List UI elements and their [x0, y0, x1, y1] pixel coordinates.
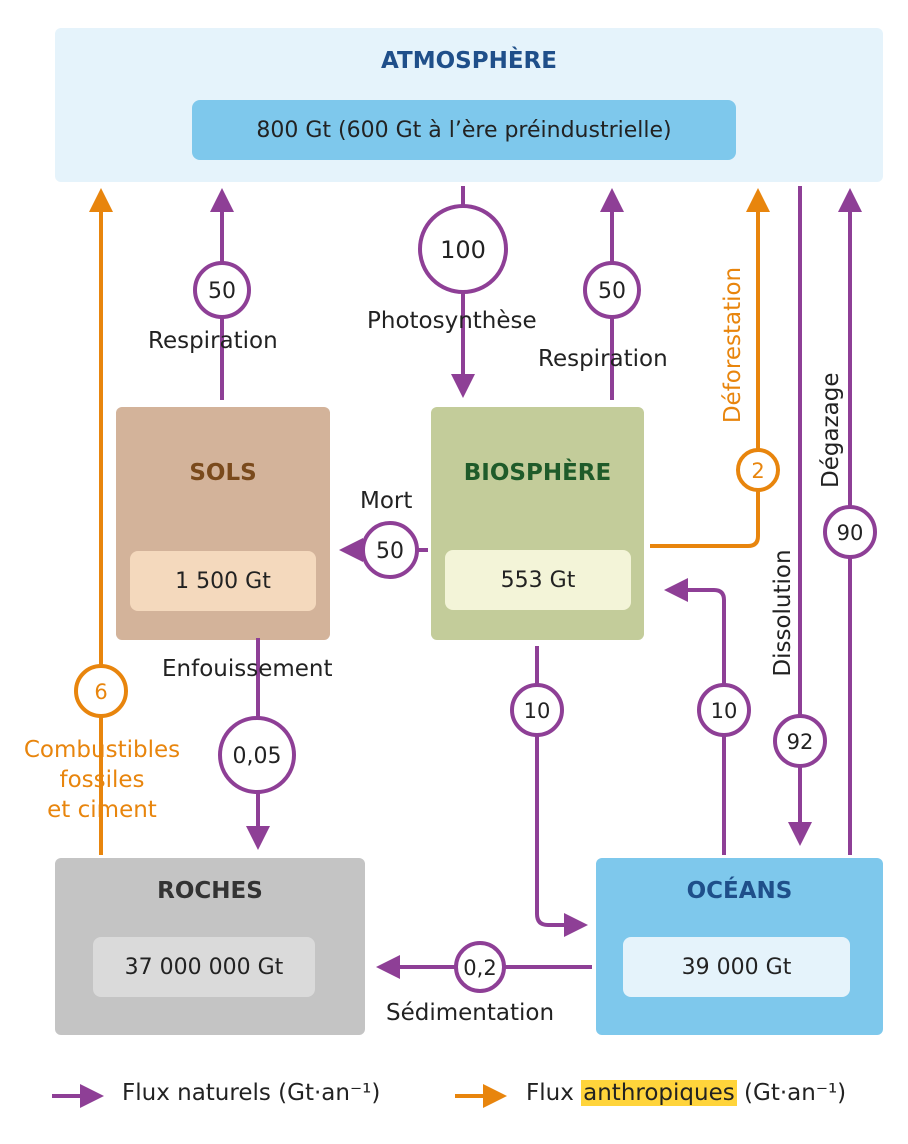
ocean-to-bio-flux: 10 — [697, 683, 751, 737]
biosphere-stock: 553 Gt — [445, 550, 631, 610]
sedimentation-flux: 0,2 — [454, 941, 506, 993]
roches-title: ROCHES — [157, 878, 263, 904]
roches-reservoir: ROCHES 37 000 000 Gt — [55, 858, 365, 1035]
biosphere-title: BIOSPHÈRE — [463, 460, 612, 486]
enfouissement-flux: 0,05 — [218, 716, 296, 794]
mort-label: Mort — [360, 488, 413, 514]
deforestation-value: 2 — [751, 459, 764, 483]
sols-title: SOLS — [189, 460, 257, 486]
sedimentation-value: 0,2 — [463, 956, 496, 980]
legend-anthropic-highlight: anthropiques — [581, 1080, 737, 1106]
legend-anthropic-prefix: Flux — [526, 1080, 582, 1106]
oceans-title: OCÉANS — [686, 878, 793, 904]
degazage-label: Dégazage — [818, 372, 844, 488]
combustibles-value: 6 — [94, 680, 107, 704]
atmosphere-reservoir: ATMOSPHÈRE 800 Gt (600 Gt à l’ère préind… — [55, 28, 883, 182]
oceans-stock: 39 000 Gt — [623, 937, 850, 997]
legend-natural-text: Flux naturels (Gt·an⁻¹) — [122, 1080, 381, 1106]
enfouissement-label: Enfouissement — [162, 656, 333, 682]
dissolution-value: 92 — [787, 730, 814, 754]
roches-stock: 37 000 000 Gt — [93, 937, 315, 997]
deforestation-label: Déforestation — [720, 266, 746, 424]
deforestation-flux: 2 — [736, 448, 780, 492]
bio-to-ocean-arrow — [535, 646, 588, 937]
combustibles-flux: 6 — [74, 664, 128, 718]
photosynthese-flux: 100 — [418, 204, 508, 294]
combustibles-label-line3: et ciment — [47, 797, 157, 823]
biosphere-reservoir: BIOSPHÈRE 553 Gt — [431, 407, 644, 640]
combustibles-label-line1: Combustibles — [23, 737, 181, 763]
sols-respiration-label: Respiration — [148, 328, 278, 354]
sols-respiration-value: 50 — [208, 279, 236, 304]
dissolution-label: Dissolution — [770, 549, 796, 677]
bio-respiration-label: Respiration — [538, 346, 668, 372]
atmosphere-title: ATMOSPHÈRE — [381, 48, 557, 74]
mort-value: 50 — [376, 539, 404, 564]
bio-respiration-flux: 50 — [583, 261, 641, 319]
bio-to-ocean-flux: 10 — [510, 683, 564, 737]
mort-flux: 50 — [361, 521, 419, 579]
legend-anthropic-text: Flux anthropiques (Gt·an⁻¹) — [526, 1080, 846, 1106]
deforestation-arrow — [650, 188, 770, 548]
bio-respiration-value: 50 — [598, 279, 626, 304]
sols-stock: 1 500 Gt — [130, 551, 316, 611]
atmosphere-stock: 800 Gt (600 Gt à l’ère préindustrielle) — [192, 100, 736, 160]
sols-respiration-flux: 50 — [193, 261, 251, 319]
oceans-reservoir: OCÉANS 39 000 Gt — [596, 858, 883, 1035]
enfouissement-value: 0,05 — [233, 744, 282, 769]
degazage-flux: 90 — [823, 505, 877, 559]
combustibles-label-line2: fossiles — [59, 767, 145, 793]
combustibles-label: Combustibles fossiles et ciment — [0, 735, 204, 825]
photosynthese-value: 100 — [440, 236, 486, 264]
ocean-to-bio-arrow — [664, 578, 726, 855]
photosynthese-label: Photosynthèse — [367, 308, 537, 334]
ocean-to-bio-value: 10 — [711, 699, 738, 723]
legend-anthropic-suffix: (Gt·an⁻¹) — [736, 1080, 847, 1106]
sedimentation-label: Sédimentation — [386, 1000, 555, 1026]
degazage-value: 90 — [837, 521, 864, 545]
bio-to-ocean-value: 10 — [524, 699, 551, 723]
sols-reservoir: SOLS 1 500 Gt — [116, 407, 330, 640]
dissolution-flux: 92 — [773, 714, 827, 768]
